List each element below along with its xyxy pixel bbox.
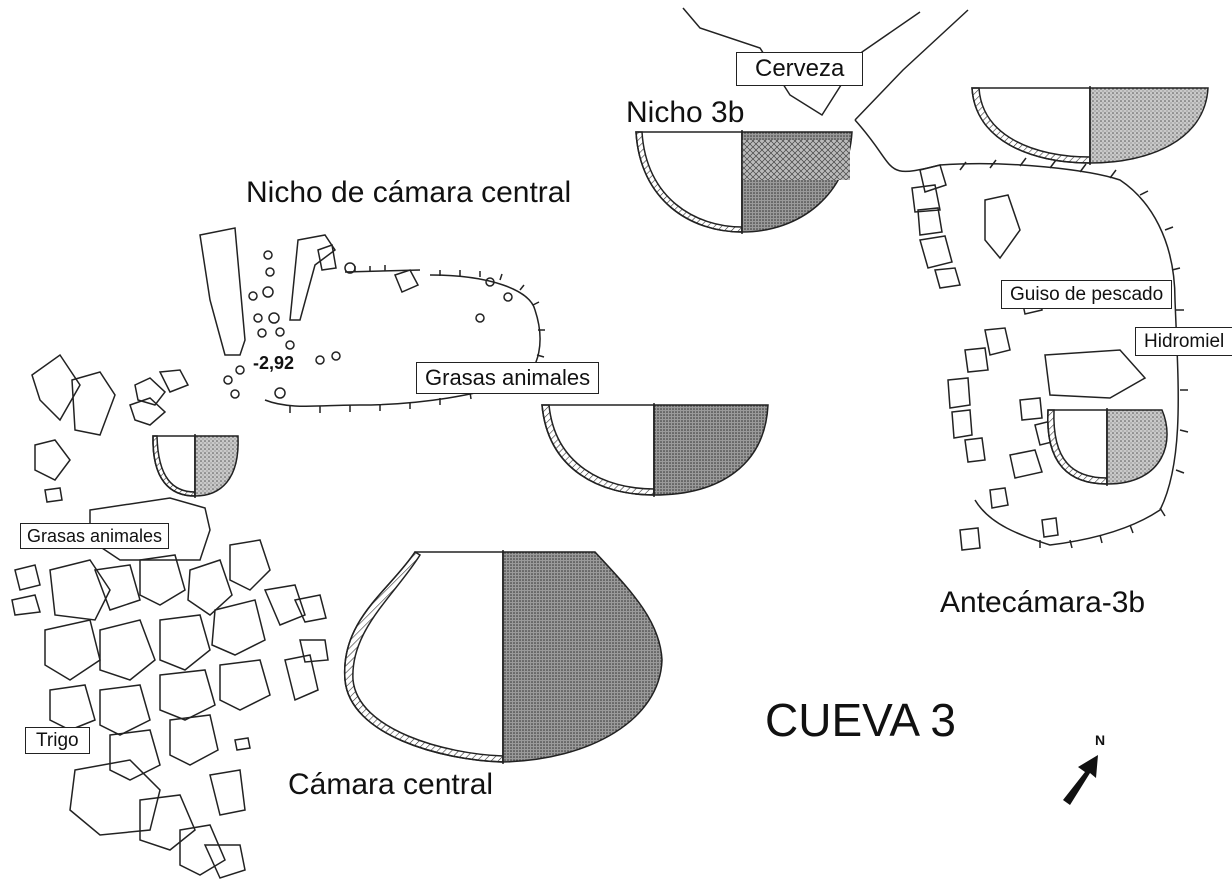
label-hidromiel: Hidromiel xyxy=(1135,327,1232,356)
label-antecamara-3b: Antecámara-3b xyxy=(940,586,1146,619)
vessel-nicho-3b xyxy=(635,130,853,234)
vessel-antecamara-top xyxy=(971,86,1209,165)
depth-marker: -2,92 xyxy=(253,353,295,373)
page-title: CUEVA 3 xyxy=(765,694,956,746)
label-trigo: Trigo xyxy=(25,727,90,754)
nicho-stones xyxy=(199,227,513,399)
vessel-nicho-small xyxy=(152,434,239,498)
label-nicho-3b: Nicho 3b xyxy=(626,96,745,129)
antecamara-stones xyxy=(911,164,1147,551)
vessel-grasas-center xyxy=(541,403,769,497)
label-guiso-de-pescado: Guiso de pescado xyxy=(1001,280,1173,309)
north-arrow-icon xyxy=(1063,755,1098,805)
camara-central-stones xyxy=(11,353,329,879)
vessel-hidromiel xyxy=(1047,408,1168,486)
label-camara-central: Cámara central xyxy=(288,768,494,801)
vessel-camara-central xyxy=(344,550,663,764)
north-label: N xyxy=(1095,732,1106,748)
label-grasas-animales-center: Grasas animales xyxy=(416,362,600,394)
label-cerveza: Cerveza xyxy=(736,52,864,86)
label-nicho-camara-central: Nicho de cámara central xyxy=(246,176,572,209)
label-grasas-animales-left: Grasas animales xyxy=(20,523,170,549)
